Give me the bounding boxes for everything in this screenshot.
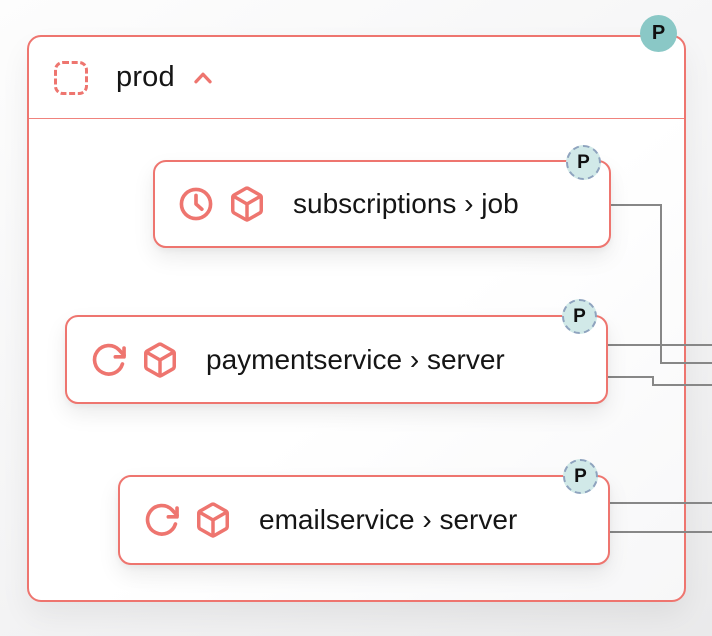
refresh-icon [143,501,181,539]
node-emailservice-server[interactable]: emailservice › server [118,475,610,565]
clock-icon [177,185,215,223]
node-paymentservice-server[interactable]: paymentservice › server [65,315,608,404]
cube-icon [141,341,179,379]
cube-icon [194,501,232,539]
node-subscriptions-job[interactable]: subscriptions › job [153,160,611,248]
node-label: emailservice › server [259,504,518,535]
node-emailservice-badge[interactable]: P [563,459,598,494]
cube-icon [228,185,266,223]
group-prod-header[interactable]: prod [29,37,684,119]
node-label: subscriptions › job [293,188,519,219]
node-label: paymentservice › server [206,343,505,375]
chevron-up-icon[interactable] [187,65,219,91]
node-paymentservice-badge[interactable]: P [562,299,597,334]
group-badge[interactable]: P [640,15,677,52]
group-label: prod [116,61,175,93]
refresh-icon [90,341,128,379]
node-subscriptions-badge[interactable]: P [566,145,601,180]
dashed-square-icon [54,60,88,95]
